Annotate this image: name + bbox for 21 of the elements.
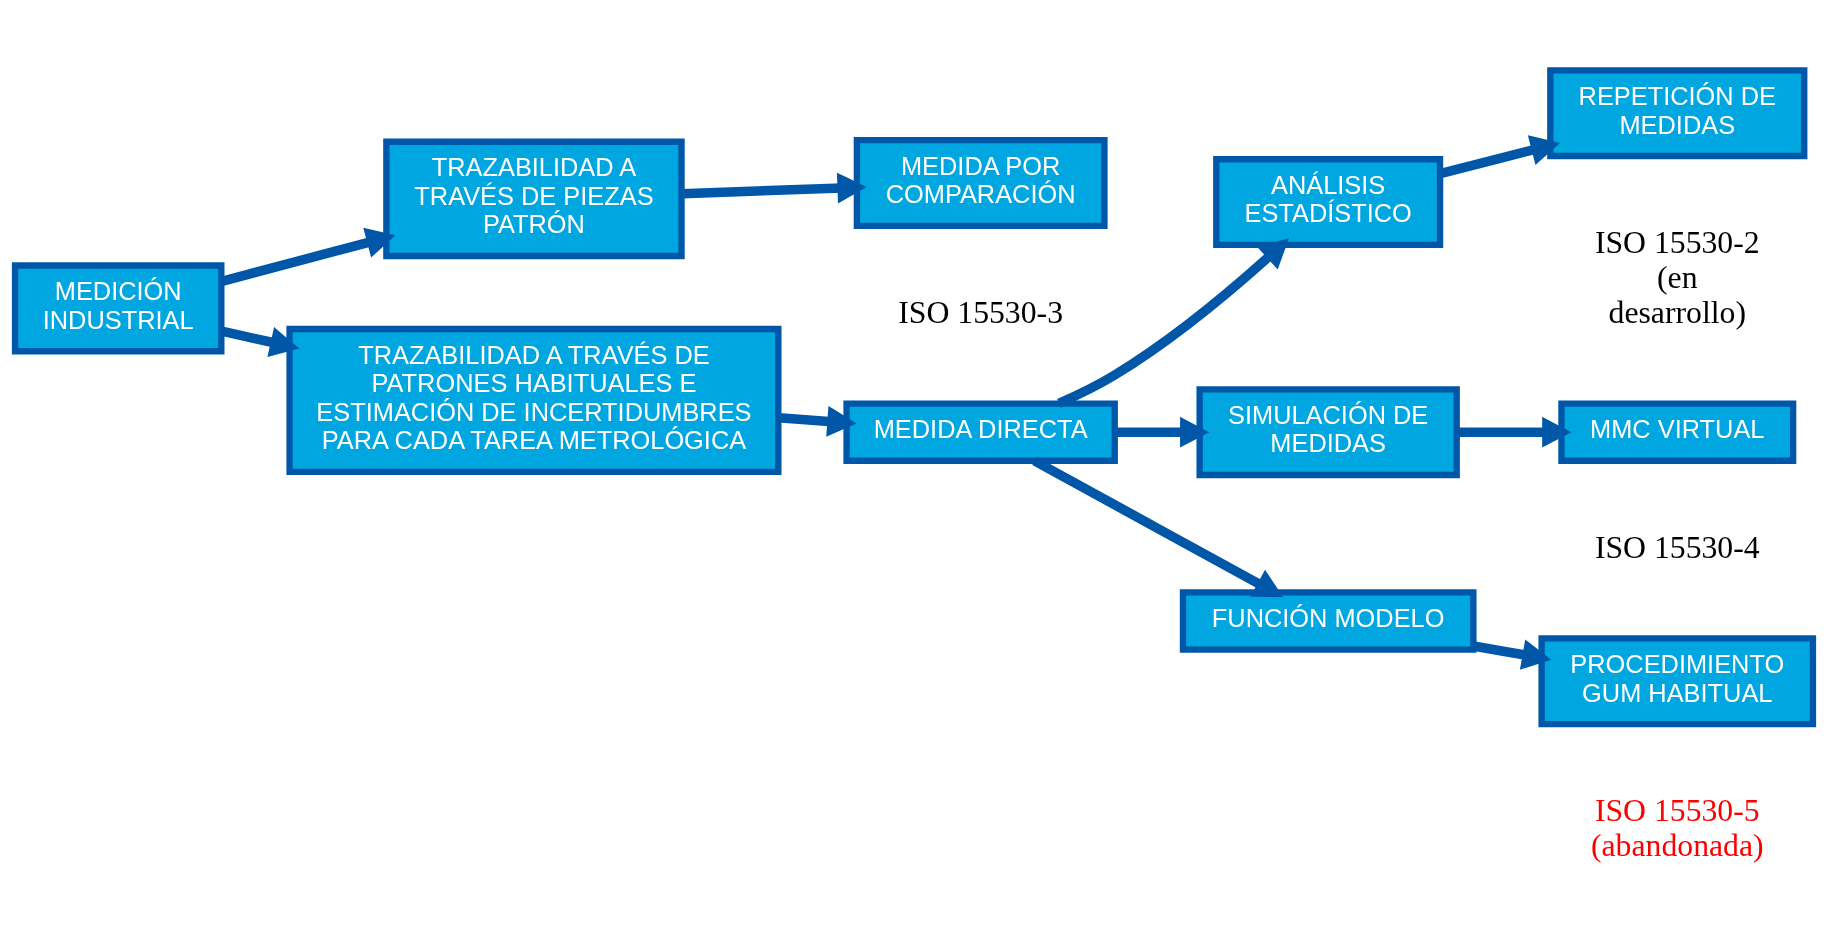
node-label: ISO 15530-3 — [898, 294, 1064, 330]
arrow — [1032, 456, 1284, 597]
node-box: TRAZABILIDAD A TRAVÉS DE PIEZAS PATRÓN — [383, 138, 685, 259]
node-box: TRAZABILIDAD A TRAVÉS DE PATRONES HABITUALES E ESTIMACIÓN DE INCERTIDUMBRES PARA CADA TAREA METROLÓGICA — [286, 325, 782, 475]
node-box: MEDICIÓN INDUSTRIAL — [11, 261, 225, 354]
arrow — [1457, 416, 1572, 447]
node-label: ISO 15530-5 (abandonada) — [1590, 792, 1764, 863]
node-label: ISO 15530-2 (en desarrollo) — [1594, 224, 1760, 330]
arrow — [778, 405, 857, 437]
node-box: SIMULACIÓN DE MEDIDAS — [1196, 385, 1460, 478]
node-box: FUNCIÓN MODELO — [1179, 588, 1477, 653]
node-box: MEDIDA POR COMPARACIÓN — [853, 136, 1108, 229]
node-box: REPETICIÓN DE MEDIDAS — [1547, 66, 1808, 159]
node-box: PROCEDIMIENTO GUM HABITUAL — [1538, 634, 1817, 727]
node-box: MEDIDA DIRECTA — [843, 399, 1118, 464]
arrow — [1114, 416, 1210, 447]
node-box: ANÁLISIS ESTADÍSTICO — [1213, 155, 1444, 248]
arrow — [681, 172, 867, 203]
node-box: MMC VIRTUAL — [1558, 399, 1797, 464]
node-label: ISO 15530-4 — [1594, 529, 1760, 565]
arrow — [1057, 237, 1290, 408]
